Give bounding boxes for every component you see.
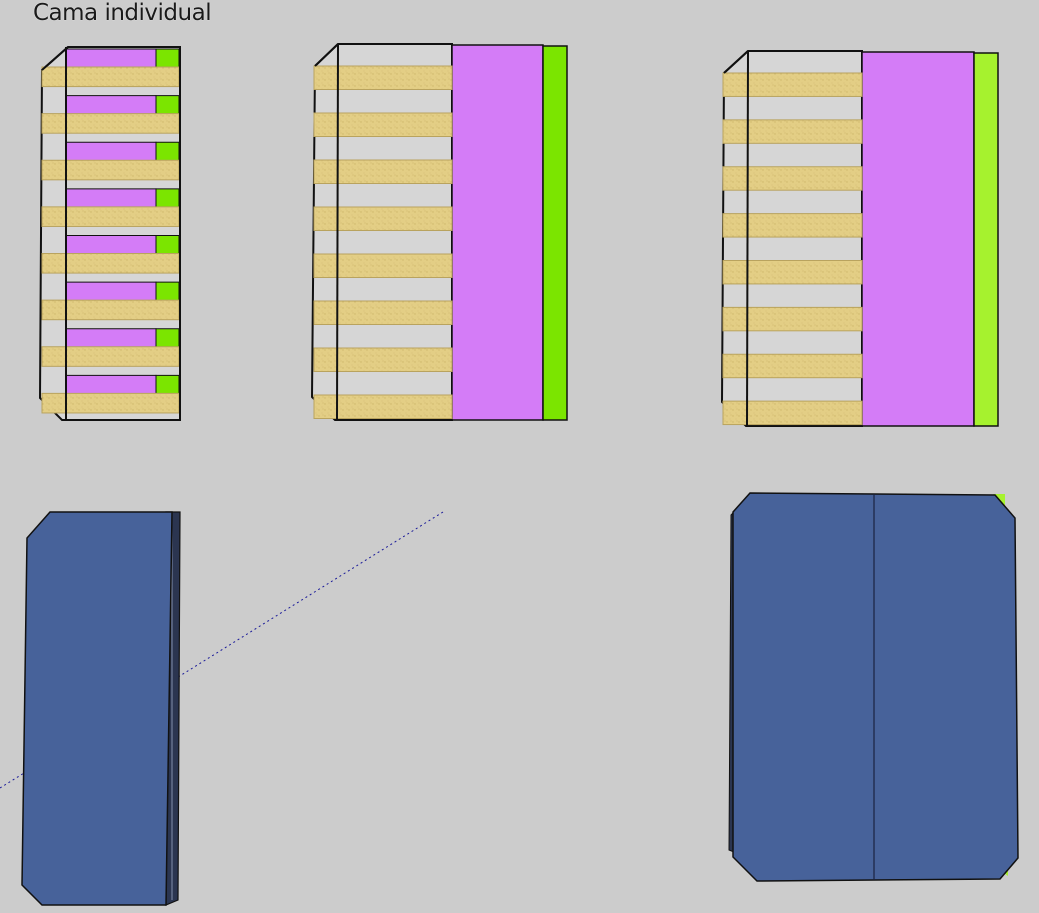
slat: [313, 300, 453, 325]
axis-guide-line: [0, 511, 444, 789]
mattress-inset: [65, 48, 157, 70]
mattress-cover-single[interactable]: [21, 511, 181, 906]
slat: [722, 166, 863, 191]
slat: [41, 346, 180, 367]
slat: [313, 394, 453, 419]
slat: [722, 213, 863, 238]
slat: [313, 159, 453, 184]
mattress-cover-double[interactable]: [728, 492, 1019, 882]
edge-strip: [155, 95, 180, 116]
slat: [41, 299, 180, 321]
mattress-inset: [65, 188, 157, 209]
mattress-top: [861, 51, 975, 427]
slat: [41, 253, 180, 274]
bed-frame-wide[interactable]: [720, 50, 999, 427]
frame-post: [336, 43, 339, 421]
frame-post: [746, 50, 749, 427]
frame-corner: [314, 43, 339, 67]
edge-strip: [542, 45, 568, 421]
slat: [313, 65, 453, 90]
mattress-inset: [65, 281, 157, 303]
slat: [41, 392, 180, 414]
slat: [722, 119, 863, 144]
slat: [313, 206, 453, 231]
mattress-inset: [65, 95, 157, 116]
edge-strip: [155, 328, 180, 349]
slat: [41, 66, 180, 88]
mattress-inset: [65, 374, 157, 396]
cover-top-face: [21, 511, 173, 906]
bed-frame-single[interactable]: [38, 46, 181, 421]
frame-corner: [41, 46, 69, 71]
scene-title: Cama individual: [33, 0, 212, 26]
slat: [313, 253, 453, 278]
slat: [722, 353, 863, 379]
slat: [41, 113, 180, 134]
mattress-top: [451, 44, 544, 421]
frame-corner: [723, 50, 749, 74]
cover-top-face: [732, 492, 1019, 882]
slat: [722, 400, 863, 426]
slat: [722, 260, 863, 285]
slat: [722, 306, 863, 332]
edge-strip: [155, 281, 180, 303]
slat: [313, 347, 453, 372]
edge-strip: [973, 52, 999, 427]
edge-strip: [155, 188, 180, 209]
mattress-inset: [65, 235, 157, 256]
edge-strip: [155, 48, 180, 70]
mattress-inset: [65, 328, 157, 349]
mattress-inset: [65, 141, 157, 163]
slat: [313, 112, 453, 137]
edge-strip: [155, 141, 180, 163]
slat: [41, 159, 180, 181]
edge-strip: [155, 235, 180, 256]
edge-strip: [155, 374, 180, 396]
slat: [41, 206, 180, 227]
slat: [722, 72, 863, 97]
bed-frame-split[interactable]: [310, 43, 568, 421]
